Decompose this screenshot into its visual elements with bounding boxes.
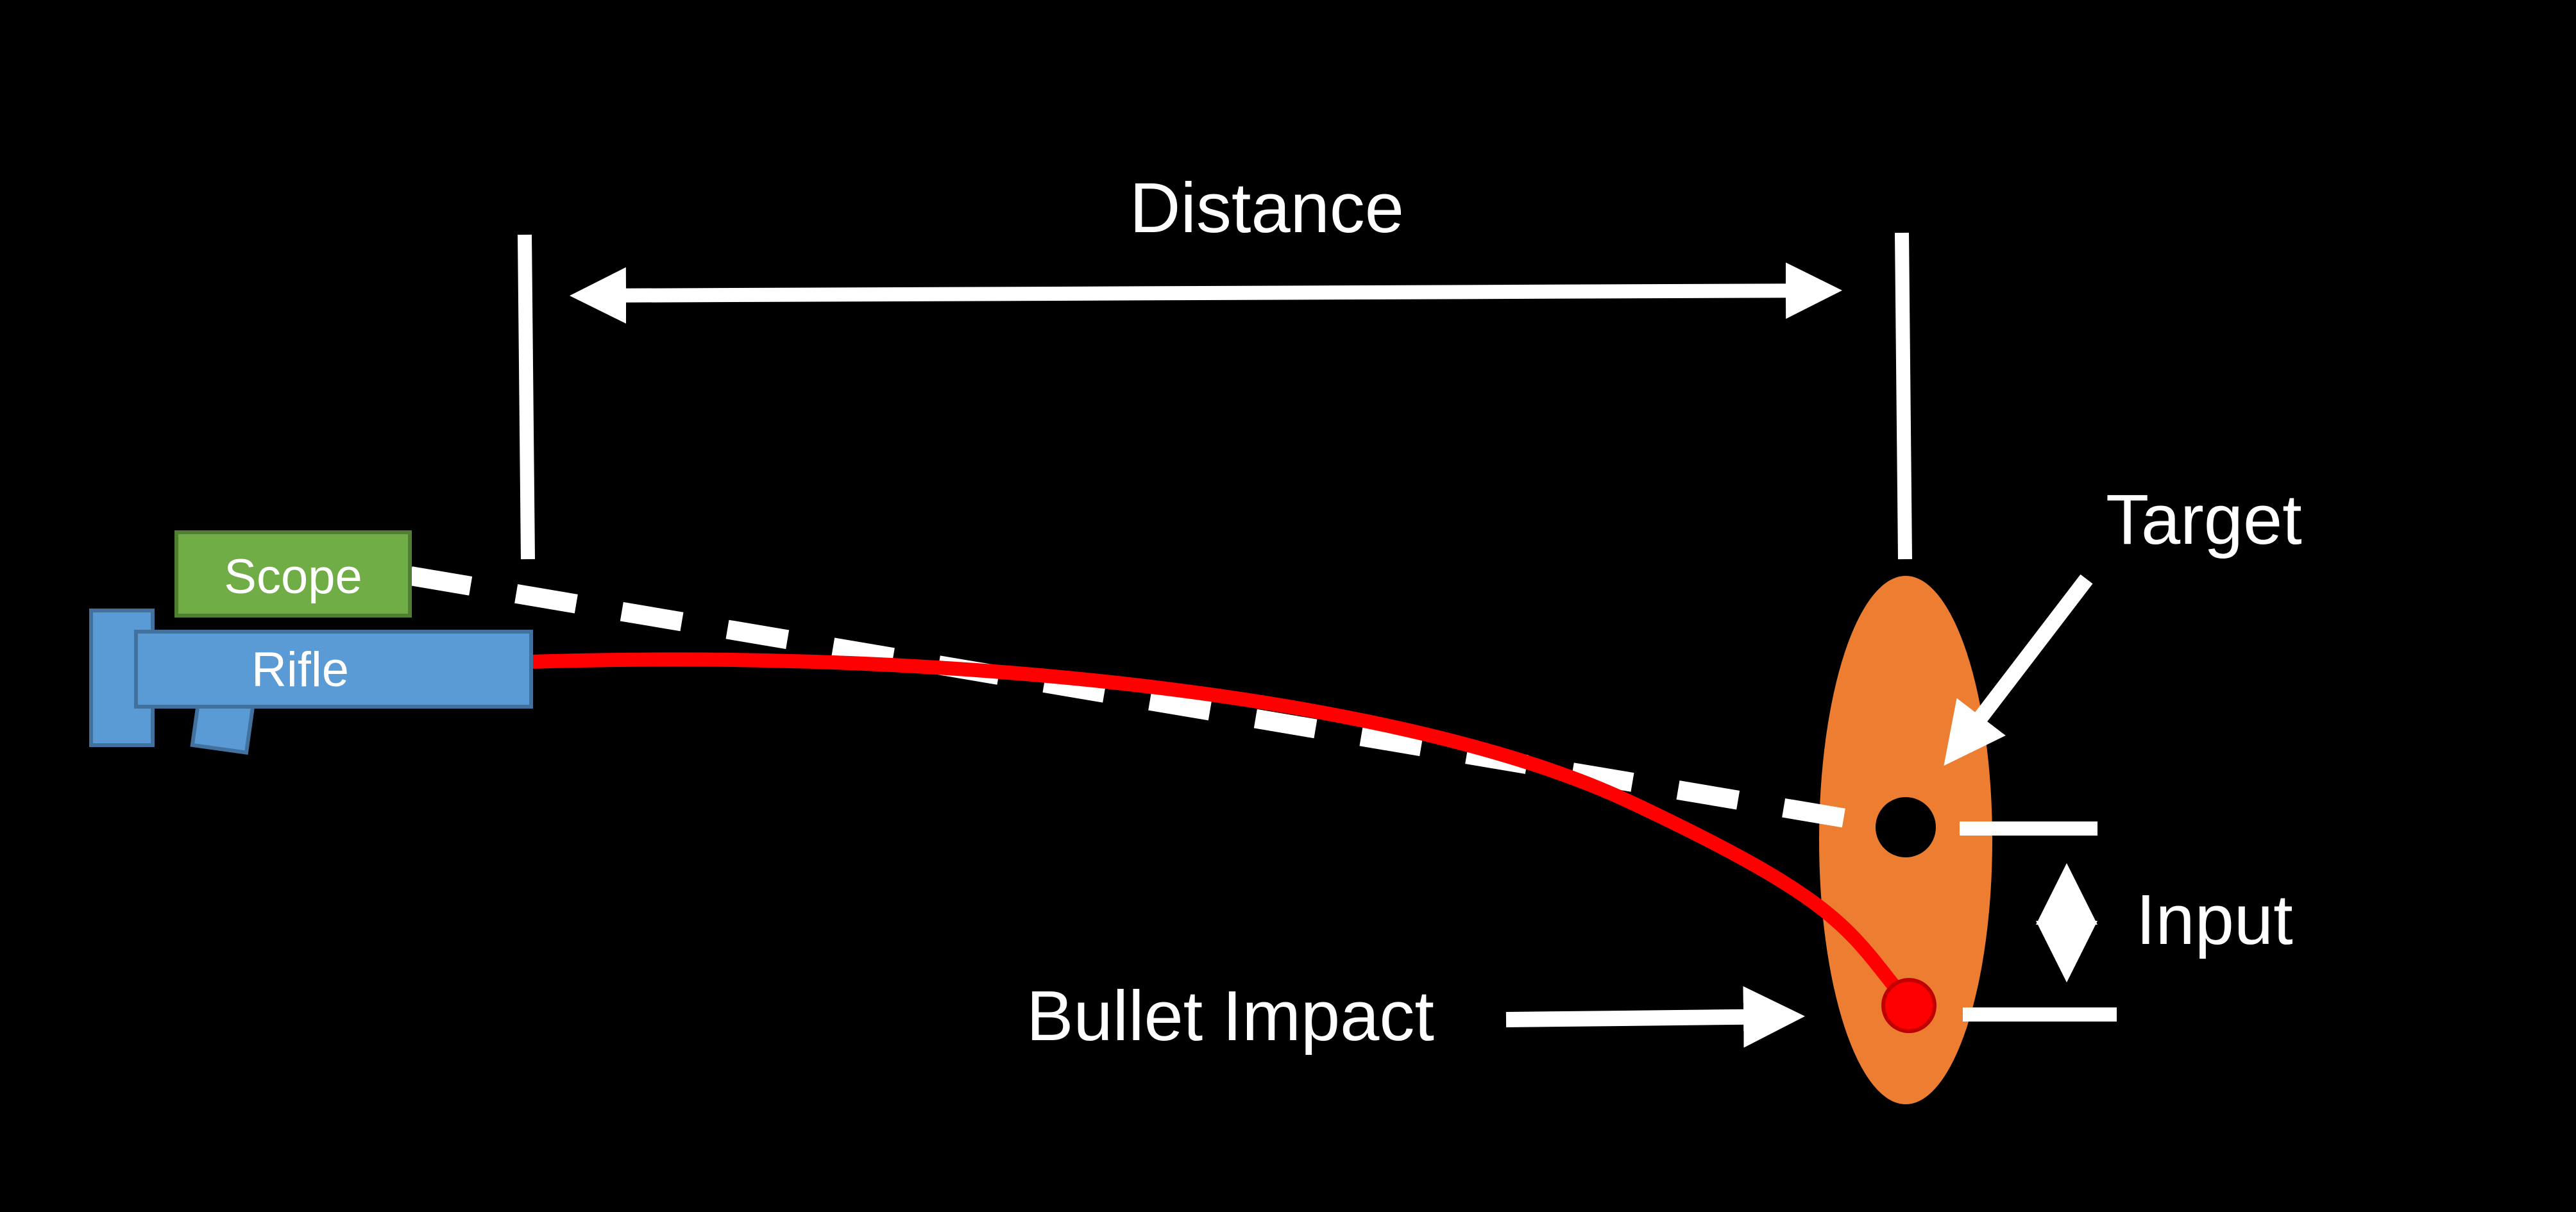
bullet-trajectory: [530, 652, 1914, 1009]
rifle-label: Rifle: [251, 643, 349, 697]
input-label: Input: [2136, 880, 2293, 959]
target-bullseye: [1876, 797, 1936, 857]
target-label: Target: [2106, 480, 2302, 559]
bullet-impact-dot: [1881, 978, 1936, 1033]
scope-label: Scope: [224, 550, 362, 604]
distance-arrow: [570, 262, 1842, 324]
bullet-impact-label: Bullet Impact: [1026, 977, 1434, 1056]
rifle-barrel-body: [134, 630, 533, 709]
scope-body: [174, 530, 412, 618]
distance-left-tick: [518, 234, 535, 560]
target-pointer-arrow: [1944, 574, 2093, 766]
distance-label: Distance: [1130, 169, 1404, 248]
line-of-sight: [409, 566, 1881, 834]
bullet-impact-pointer-arrow: [1505, 986, 1805, 1048]
distance-right-tick: [1895, 232, 1912, 560]
